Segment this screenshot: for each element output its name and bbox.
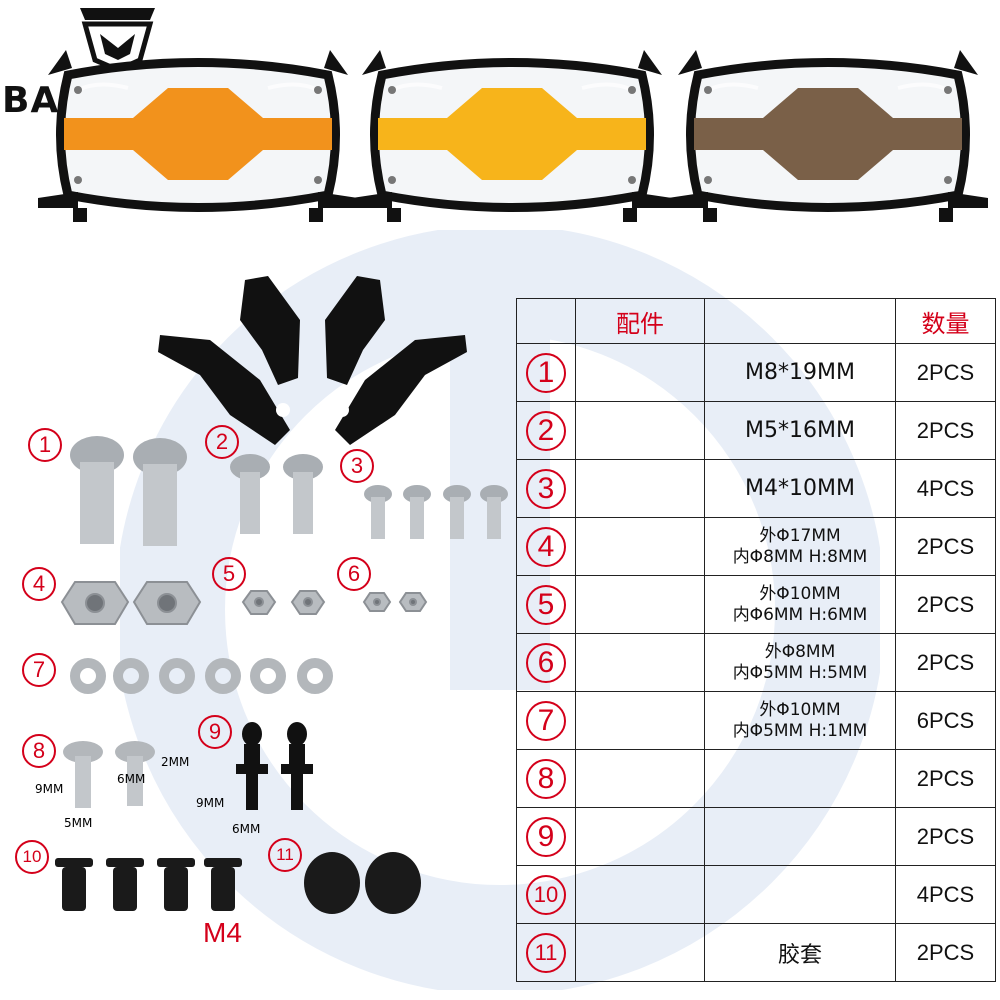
bolts-m8 xyxy=(70,436,187,546)
callout-3: 3 xyxy=(340,449,374,483)
callout-10: 10 xyxy=(15,840,49,874)
callout-4: 4 xyxy=(22,567,56,601)
bolts-m5 xyxy=(230,454,323,534)
mounting-brackets xyxy=(158,276,467,445)
callout-7: 7 xyxy=(22,653,56,687)
row-number: 1 xyxy=(526,352,566,393)
part-qty: 6PCS xyxy=(895,691,996,750)
bolts-m4 xyxy=(364,485,508,539)
part-qty: 2PCS xyxy=(895,923,996,982)
table-row: 8 2PCS xyxy=(516,749,996,808)
table-row: 11 胶套 2PCS xyxy=(516,923,996,982)
part-spec: M4*10MM xyxy=(704,459,896,518)
carriage-bolts xyxy=(63,741,155,808)
part-qty: 2PCS xyxy=(895,575,996,634)
part-qty: 2PCS xyxy=(895,807,996,866)
washers xyxy=(70,658,333,694)
part-spec-line1: M5*16MM xyxy=(745,418,855,443)
part-spec-line2: 内Φ8MM H:8MM xyxy=(732,546,868,567)
part-qty: 2PCS xyxy=(895,401,996,460)
table-row: 10 4PCS xyxy=(516,865,996,924)
part-spec xyxy=(704,749,896,808)
callout-8: 8 xyxy=(22,734,56,768)
parts-illustration xyxy=(55,276,508,914)
headlight-guard-smoke xyxy=(668,50,988,222)
dim-p9-6mm: 6MM xyxy=(232,822,261,836)
part-spec-line1: 外Φ17MM xyxy=(759,525,841,546)
part-spec-line2: 内Φ5MM H:5MM xyxy=(732,662,868,683)
table-row: 9 2PCS xyxy=(516,807,996,866)
nuts xyxy=(60,581,428,625)
part-spec-line1: M8*19MM xyxy=(745,360,855,385)
row-number: 9 xyxy=(526,816,566,857)
part-spec-line1: 外Φ8MM xyxy=(764,641,836,662)
callout-5: 5 xyxy=(212,557,246,591)
part-spec: M5*16MM xyxy=(704,401,896,460)
part-spec-line1: 外Φ10MM xyxy=(759,583,841,604)
dim-p8-9mm: 9MM xyxy=(35,782,64,796)
part-qty: 2PCS xyxy=(895,343,996,402)
row-number: 2 xyxy=(526,410,566,451)
row-number: 10 xyxy=(526,874,566,915)
parts-spec-table: 配件 数量 1 M8*19MM 2PCS 2 M5*16MM 2PCS 3 M4*10MM 4P… xyxy=(516,298,996,982)
part-spec-line1: 胶套 xyxy=(777,942,822,968)
row-number: 7 xyxy=(526,700,566,741)
callout-2: 2 xyxy=(205,425,239,459)
dim-p8-2mm: 2MM xyxy=(161,755,190,769)
part-qty: 4PCS xyxy=(895,459,996,518)
part-qty: 2PCS xyxy=(895,749,996,808)
headlight-guard-orange xyxy=(38,50,358,222)
row-number: 11 xyxy=(526,932,566,973)
part-spec-line2: 内Φ5MM H:1MM xyxy=(732,720,868,741)
header-qty: 数量 xyxy=(895,298,996,344)
table-row: 1 M8*19MM 2PCS xyxy=(516,343,996,402)
row-number: 6 xyxy=(526,642,566,683)
part-spec: M8*19MM xyxy=(704,343,896,402)
header-part: 配件 xyxy=(575,298,705,344)
table-row: 2 M5*16MM 2PCS xyxy=(516,401,996,460)
callout-11: 11 xyxy=(268,838,302,872)
table-header-row: 配件 数量 xyxy=(516,298,996,344)
callout-6: 6 xyxy=(337,557,371,591)
table-row: 3 M4*10MM 4PCS xyxy=(516,459,996,518)
dim-p10-m4: M4 xyxy=(203,917,242,948)
well-nuts xyxy=(55,858,242,911)
part-qty: 2PCS xyxy=(895,633,996,692)
part-spec xyxy=(704,865,896,924)
part-spec xyxy=(704,807,896,866)
callout-9: 9 xyxy=(198,715,232,749)
ball-studs xyxy=(236,722,313,810)
part-qty: 4PCS xyxy=(895,865,996,924)
row-number: 5 xyxy=(526,584,566,625)
part-spec-line1: M4*10MM xyxy=(745,476,855,501)
part-spec-line1: 外Φ10MM xyxy=(759,699,841,720)
part-qty: 2PCS xyxy=(895,517,996,576)
part-spec: 胶套 xyxy=(704,923,896,982)
dim-p8-5mm: 5MM xyxy=(64,816,93,830)
dim-p9-9mm: 9MM xyxy=(196,796,225,810)
callout-1: 1 xyxy=(28,428,62,462)
row-number: 4 xyxy=(526,526,566,567)
row-number: 8 xyxy=(526,758,566,799)
rubber-caps xyxy=(304,852,421,914)
headlight-guard-yellow xyxy=(352,50,672,222)
row-number: 3 xyxy=(526,468,566,509)
part-spec-line2: 内Φ6MM H:6MM xyxy=(732,604,868,625)
dim-p8-6mm: 6MM xyxy=(117,772,146,786)
